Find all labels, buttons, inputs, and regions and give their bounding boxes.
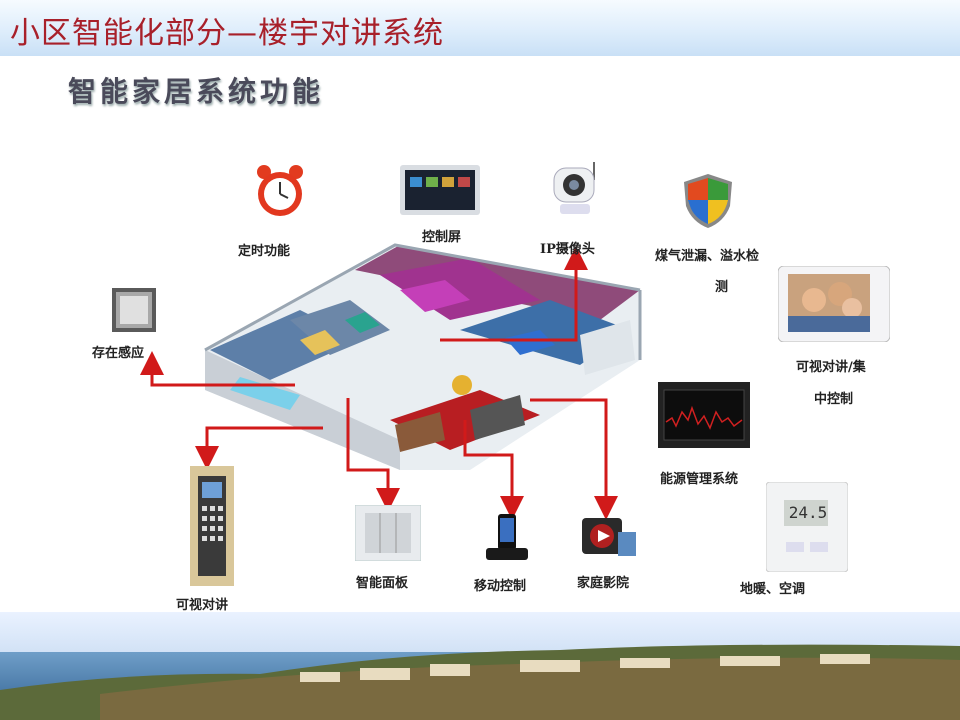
footer-landscape-image [0, 612, 960, 720]
home-theater-label: 家庭影院 [577, 576, 630, 591]
presence-sensor-icon [112, 288, 156, 332]
floor-heating-label: 地暖、空调 [740, 582, 806, 597]
alarm-clock-icon [250, 160, 310, 220]
ip-camera-label: IP摄像头 [540, 242, 595, 257]
gas-leak-label-line2: 测 [715, 280, 729, 295]
gas-leak-label-line1: 煤气泄漏、溢水检 [655, 249, 760, 264]
door-intercom-panel-icon [190, 466, 234, 586]
intercom-label: 可视对讲 [176, 598, 229, 613]
mobile-phone-dock-icon [482, 512, 532, 562]
smart-panel-label: 智能面板 [356, 576, 409, 591]
shield-icon [680, 172, 736, 230]
section-subtitle: 智能家居系统功能 [68, 75, 325, 108]
mobile-control-label: 移动控制 [474, 579, 527, 594]
video-central-label-line2: 中控制 [814, 392, 854, 407]
energy-label: 能源管理系统 [660, 472, 739, 487]
thermostat-reading: 24.5 [788, 503, 828, 522]
signal-arrows [140, 246, 618, 520]
presence-label: 存在感应 [92, 346, 145, 361]
header-bar: 小区智能化部分—楼宇对讲系统 [0, 0, 960, 56]
timer-label: 定时功能 [238, 244, 291, 259]
video-intercom-monitor-icon [777, 265, 891, 343]
thermostat-icon [765, 481, 849, 573]
video-central-label-line1: 可视对讲/集 [796, 360, 866, 375]
smart-panel-icon [354, 504, 422, 562]
home-theater-icon [578, 512, 638, 564]
control-screen-label: 控制屏 [422, 230, 462, 245]
energy-chart-icon [658, 382, 750, 448]
house-floorplan [204, 243, 642, 470]
page-title: 小区智能化部分—楼宇对讲系统 [10, 16, 444, 51]
control-screen-icon [400, 165, 480, 215]
ip-camera-icon [548, 160, 604, 218]
